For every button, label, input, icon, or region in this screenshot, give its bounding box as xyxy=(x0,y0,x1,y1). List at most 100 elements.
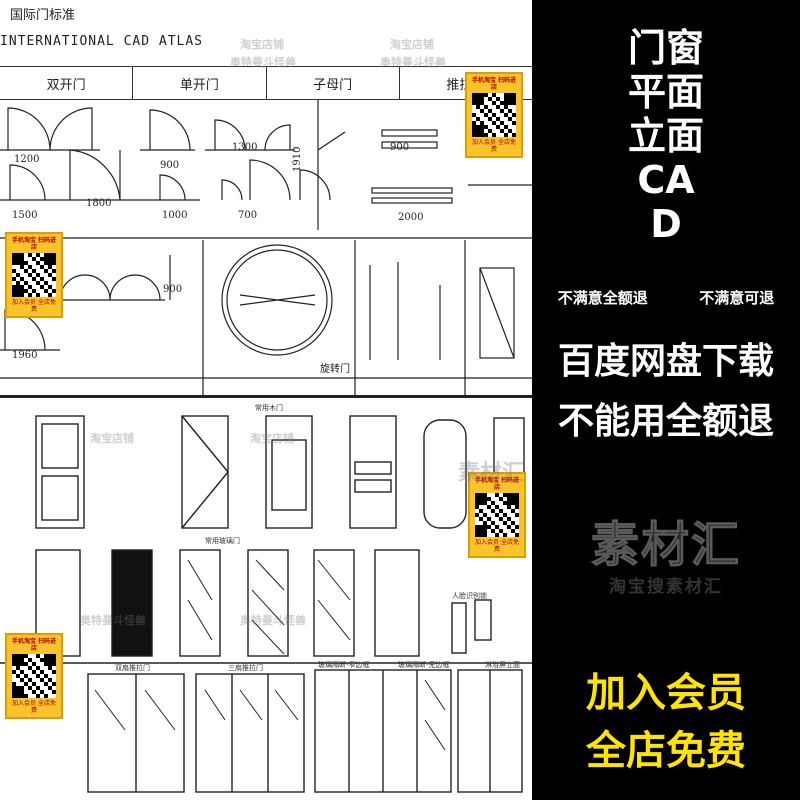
dim-900-b: 900 xyxy=(390,142,409,153)
category-single-door: 单开门 xyxy=(133,67,267,99)
cad-sheet-image: 国际门标准 INTERNATIONAL CAD ATLAS 双开门 单开门 子母… xyxy=(0,0,532,800)
qr-code-icon xyxy=(12,654,56,698)
promo-panel: 门窗 平面 立面 CA D 不满意全额退 不满意可退 百度网盘下载 不能用全额退… xyxy=(532,0,800,800)
qr-module xyxy=(24,682,28,686)
qr-module xyxy=(479,533,483,537)
qr-module xyxy=(16,674,20,678)
label-face-id-lock: 人脸识别锁 xyxy=(452,591,487,600)
qr-module xyxy=(36,261,40,265)
qr-module xyxy=(511,521,515,525)
qr-module xyxy=(32,690,36,694)
qr-module xyxy=(508,109,512,113)
qr-module xyxy=(488,117,492,121)
qr-module xyxy=(24,662,28,666)
qr-module xyxy=(52,253,56,257)
qr-module xyxy=(492,101,496,105)
qr-module xyxy=(496,125,500,129)
qr-module xyxy=(40,285,44,289)
qr-module xyxy=(20,662,24,666)
qr-module xyxy=(16,686,20,690)
qr-module xyxy=(492,121,496,125)
qr-module xyxy=(40,277,44,281)
qr-module xyxy=(483,501,487,505)
qr-module xyxy=(512,113,516,117)
qr-module xyxy=(488,97,492,101)
qr-module xyxy=(512,93,516,97)
qr-module xyxy=(503,533,507,537)
dim-1800: 1800 xyxy=(86,198,111,209)
qr-module xyxy=(28,265,32,269)
qr-module xyxy=(24,694,28,698)
qr-module xyxy=(12,686,16,690)
qr-module xyxy=(491,501,495,505)
qr-module xyxy=(28,666,32,670)
guarantee-line: 不能用全额退 xyxy=(557,401,774,442)
qr-module xyxy=(487,525,491,529)
qr-module xyxy=(16,690,20,694)
dim-1200: 1200 xyxy=(14,154,39,165)
dim-900-a: 900 xyxy=(160,160,179,171)
sheet-title: 国际门标准 xyxy=(10,8,76,23)
qr-module xyxy=(12,293,16,297)
qr-module xyxy=(472,113,476,117)
qr-module xyxy=(479,501,483,505)
qr-module xyxy=(52,662,56,666)
qr-module xyxy=(52,682,56,686)
qr-code-icon xyxy=(12,253,56,297)
qr-module xyxy=(511,501,515,505)
qr-module xyxy=(32,670,36,674)
qr-module xyxy=(44,289,48,293)
qr-module xyxy=(16,285,20,289)
qr-module xyxy=(44,269,48,273)
qr-promo-sticker: 手机淘宝 扫码进店 加入会员 全店免费 xyxy=(5,232,63,318)
label-glass-partition-frameless: 玻璃隔断-无边框 xyxy=(398,660,450,669)
qr-module xyxy=(52,670,56,674)
qr-module xyxy=(515,501,519,505)
qr-module xyxy=(16,257,20,261)
qr-module xyxy=(44,694,48,698)
qr-module xyxy=(483,525,487,529)
qr-module xyxy=(20,253,24,257)
qr-module xyxy=(24,269,28,273)
qr-module xyxy=(508,129,512,133)
qr-module xyxy=(512,101,516,105)
title-line: 门窗 xyxy=(627,26,704,70)
qr-module xyxy=(495,513,499,517)
qr-module xyxy=(36,694,40,698)
qr-module xyxy=(476,125,480,129)
sheet-subtitle: INTERNATIONAL CAD ATLAS xyxy=(0,34,204,49)
qr-module xyxy=(20,694,24,698)
qr-module xyxy=(479,509,483,513)
qr-module xyxy=(500,121,504,125)
refund-guarantee-row: 不满意全额退 不满意可退 xyxy=(532,287,800,308)
qr-module xyxy=(36,293,40,297)
qr-module xyxy=(44,257,48,261)
qr-module xyxy=(20,289,24,293)
qr-module xyxy=(476,117,480,121)
qr-promo-sticker: 手机淘宝 扫码进店 加入会员 全店免费 xyxy=(5,633,63,719)
qr-module xyxy=(504,93,508,97)
qr-module xyxy=(512,97,516,101)
qr-module xyxy=(504,125,508,129)
qr-module xyxy=(472,129,476,133)
qr-module xyxy=(12,289,16,293)
product-title: 门窗 平面 立面 CA D xyxy=(532,26,800,246)
qr-module xyxy=(512,121,516,125)
qr-module xyxy=(492,133,496,137)
qr-module xyxy=(52,257,56,261)
brand-logo: 素材汇 xyxy=(590,517,741,574)
qr-module xyxy=(496,105,500,109)
qr-module xyxy=(475,501,479,505)
dim-1960: 1960 xyxy=(12,350,37,361)
qr-module xyxy=(24,674,28,678)
qr-module xyxy=(12,682,16,686)
qr-code-icon xyxy=(475,493,519,537)
qr-module xyxy=(12,690,16,694)
label-double-sliding: 双扇推拉门 xyxy=(115,663,150,672)
title-line: D xyxy=(650,202,682,246)
qr-module xyxy=(515,497,519,501)
qr-module xyxy=(44,253,48,257)
qr-module xyxy=(472,101,476,105)
qr-module xyxy=(507,517,511,521)
qr-module xyxy=(475,505,479,509)
